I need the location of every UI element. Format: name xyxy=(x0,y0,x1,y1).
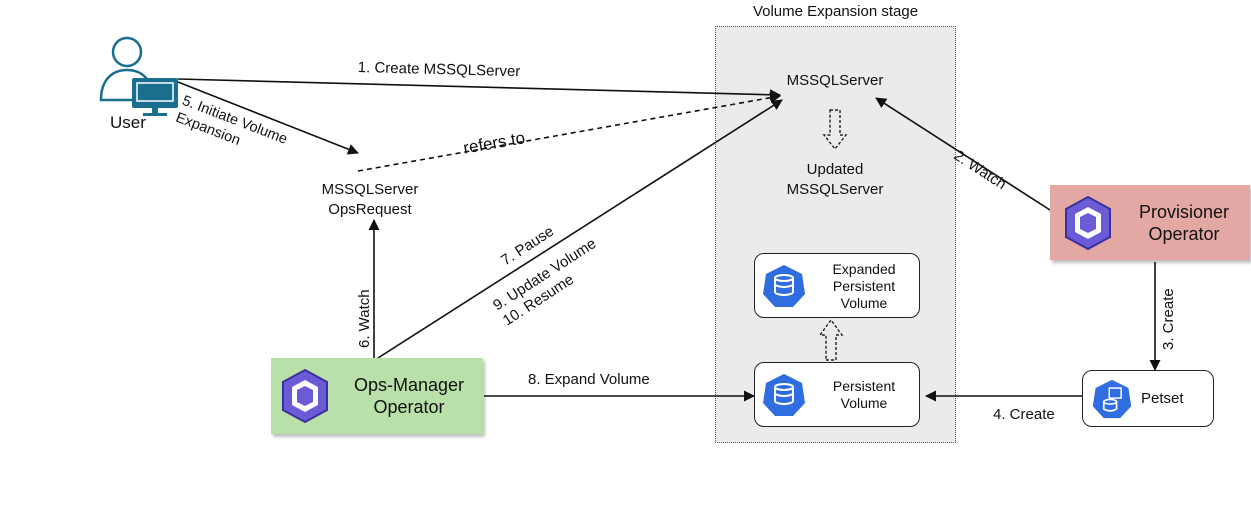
persistent-volume-icon xyxy=(763,265,805,307)
edge-refers-to xyxy=(357,92,781,172)
user-label: User xyxy=(110,113,146,132)
provisioner-label: Provisioner Operator xyxy=(1138,201,1230,244)
edge-provisioner-watch xyxy=(875,97,1051,211)
expanded-pv-node: Expanded Persistent Volume xyxy=(754,253,920,318)
pv-label: Persistent Volume xyxy=(832,378,896,411)
pv-node: Persistent Volume xyxy=(754,362,920,427)
label-create-3: 3. Create xyxy=(1160,288,1177,350)
label-expand-volume: 8. Expand Volume xyxy=(528,371,650,388)
operator-icon xyxy=(282,368,328,424)
persistent-volume-icon xyxy=(763,374,805,416)
provisioner-operator: Provisioner Operator xyxy=(1050,185,1250,260)
edge-initiate-expansion xyxy=(177,81,359,155)
opsmanager-label: Ops-Manager Operator xyxy=(353,375,465,417)
edge-create-mssqlserver xyxy=(177,78,781,101)
stage-title: Volume Expansion stage xyxy=(752,3,919,20)
petset-label: Petset xyxy=(1141,390,1184,407)
petset-node: Petset xyxy=(1082,370,1214,427)
label-watch-6: 6. Watch xyxy=(356,289,373,348)
petset-icon xyxy=(1092,379,1132,419)
update-hollow-arrow xyxy=(822,109,848,151)
operator-icon xyxy=(1065,195,1111,250)
edge-pause-update-resume xyxy=(377,99,783,359)
opsrequest-node: MSSQLServer OpsRequest xyxy=(321,181,419,218)
mssqlserver-node: MSSQLServer xyxy=(786,72,884,89)
expanded-pv-label: Expanded Persistent Volume xyxy=(832,261,896,311)
updated-mssqlserver-node: Updated MSSQLServer xyxy=(786,161,884,198)
monitor-icon xyxy=(132,78,178,116)
label-create-4: 4. Create xyxy=(993,406,1055,423)
opsmanager-operator: Ops-Manager Operator xyxy=(271,358,483,434)
expand-hollow-arrow xyxy=(818,318,844,361)
